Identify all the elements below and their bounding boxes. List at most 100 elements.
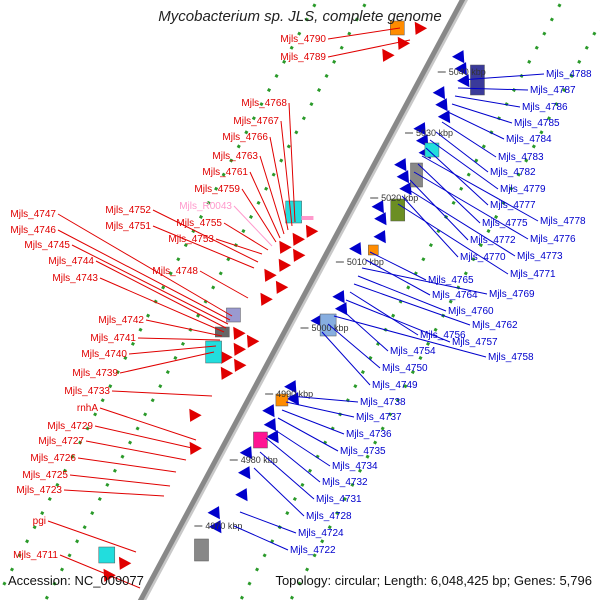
right-gene-label-23: Mjls_4757 — [452, 337, 498, 348]
left-leader-line-24 — [111, 390, 213, 397]
right-gene-label-21: Mjls_4762 — [472, 320, 518, 331]
right-leader-line-30 — [281, 409, 345, 435]
left-leader-line-12 — [152, 209, 259, 263]
left-leader-line-4 — [280, 120, 293, 227]
right-leader-line-4 — [451, 103, 513, 124]
forward-gene-arrow-11 — [260, 292, 273, 306]
right-gene-label-4: Mjls_4785 — [514, 118, 560, 129]
left-leader-line-32 — [59, 554, 141, 589]
scale-tick-label-5: 5000 kbp — [311, 323, 348, 333]
right-gene-label-16: Mjls_4771 — [510, 269, 556, 280]
right-gene-label-32: Mjls_4734 — [332, 461, 378, 472]
reverse-gene-arrow-12 — [399, 182, 412, 196]
right-gene-label-13: Mjls_4772 — [470, 235, 516, 246]
right-leader-line-37 — [233, 525, 289, 551]
right-leader-line-10 — [421, 155, 539, 222]
left-gene-label-17: Mjls_4744 — [48, 256, 94, 267]
right-leader-line-21 — [353, 283, 471, 326]
right-leader-line-5 — [447, 111, 505, 140]
right-gene-label-7: Mjls_4782 — [490, 167, 536, 178]
left-leader-line-14 — [57, 213, 233, 317]
right-leader-line-36 — [239, 511, 297, 534]
right-leader-line-2 — [457, 87, 529, 91]
right-gene-label-9: Mjls_4777 — [490, 200, 536, 211]
right-gene-label-27: Mjls_4749 — [372, 380, 418, 391]
right-leader-line-28 — [289, 395, 359, 403]
right-gene-label-17: Mjls_4765 — [428, 275, 474, 286]
left-gene-label-30: Mjls_4723 — [16, 485, 62, 496]
cog-box-2 — [424, 142, 440, 158]
reverse-gene-arrow-24 — [266, 430, 279, 444]
left-leader-line-7 — [249, 171, 281, 239]
cog-box-7 — [275, 393, 289, 407]
right-gene-label-19: Mjls_4769 — [489, 289, 535, 300]
left-gene-label-13: Mjls_4751 — [105, 221, 151, 232]
reverse-gene-arrow-1 — [451, 50, 465, 64]
right-leader-line-32 — [271, 427, 331, 467]
right-gene-label-34: Mjls_4731 — [316, 494, 362, 505]
rna-feature — [301, 216, 314, 220]
cog-box-9 — [194, 538, 209, 562]
right-leader-line-15 — [401, 195, 459, 258]
right-gene-label-30: Mjls_4736 — [346, 429, 392, 440]
left-gene-label-21: Mjls_4741 — [90, 333, 136, 344]
left-gene-label-12: Mjls_4752 — [105, 205, 151, 216]
right-gene-label-14: Mjls_4773 — [517, 251, 563, 262]
forward-gene-arrow-1 — [414, 21, 428, 35]
forward-gene-arrow-20 — [118, 556, 132, 570]
left-leader-line-10 — [223, 222, 269, 251]
reverse-gene-arrow-14 — [374, 212, 387, 226]
left-leader-line-9 — [233, 205, 273, 247]
right-gene-label-18: Mjls_4764 — [432, 290, 478, 301]
left-gene-label-9: Mjls_R0043 — [179, 201, 232, 212]
right-gene-label-10: Mjls_4778 — [540, 216, 586, 227]
reverse-gene-arrow-25 — [239, 446, 253, 460]
forward-gene-arrow-6 — [279, 240, 292, 254]
genome-summary-text: Topology: circular; Length: 6,048,425 bp… — [275, 573, 592, 588]
reverse-gene-arrow-23 — [263, 418, 277, 432]
left-leader-line-2 — [327, 39, 411, 58]
forward-gene-arrow-4 — [305, 224, 319, 238]
forward-gene-arrow-12 — [233, 326, 246, 340]
left-gene-label-18: Mjls_4748 — [152, 266, 198, 277]
cog-box-6 — [319, 313, 337, 337]
left-gene-label-5: Mjls_4766 — [222, 132, 268, 143]
reverse-gene-arrow-3 — [457, 74, 470, 88]
right-gene-label-8: Mjls_4779 — [500, 184, 546, 195]
reverse-gene-arrow-11 — [396, 170, 410, 184]
right-gene-label-1: Mjls_4788 — [546, 69, 592, 80]
right-gene-label-33: Mjls_4732 — [322, 477, 368, 488]
left-leader-line-18 — [199, 270, 249, 299]
right-leader-line-1 — [459, 73, 545, 81]
reverse-gene-arrow-7 — [413, 122, 426, 136]
right-leader-line-8 — [429, 139, 499, 190]
forward-gene-arrow-19 — [189, 441, 202, 455]
left-leader-line-30 — [63, 489, 165, 497]
left-gene-label-3: Mjls_4768 — [241, 98, 287, 109]
forward-gene-arrow-16 — [234, 358, 247, 372]
right-leader-line-33 — [265, 437, 321, 483]
cog-box-11 — [226, 307, 241, 323]
right-leader-line-6 — [441, 121, 497, 158]
genome-title: Mycobacterium sp. JLS, complete genome — [158, 8, 442, 25]
left-gene-label-29: Mjls_4725 — [22, 470, 68, 481]
right-leader-line-20 — [357, 275, 447, 312]
genome-backbone — [137, 0, 466, 600]
left-gene-label-25: rnhA — [77, 403, 98, 414]
right-leader-line-29 — [285, 401, 355, 418]
right-leader-line-22 — [349, 291, 419, 336]
accession-text: Accession: NC_009077 — [8, 573, 144, 588]
left-leader-line-16 — [71, 244, 229, 325]
right-gene-label-2: Mjls_4787 — [530, 85, 576, 96]
scale-tick-label-4: 5010 kbp — [347, 257, 384, 267]
cog-box-4 — [390, 198, 406, 222]
right-gene-label-5: Mjls_4784 — [506, 134, 552, 145]
forward-gene-arrow-3 — [382, 48, 395, 62]
right-gene-label-26: Mjls_4750 — [382, 363, 428, 374]
left-gene-label-22: Mjls_4740 — [81, 349, 127, 360]
left-gene-label-31: pgi — [33, 516, 46, 527]
forward-gene-arrow-13 — [246, 334, 260, 348]
cog-box-5 — [368, 244, 379, 256]
cog-box-1 — [470, 64, 485, 96]
left-leader-line-20 — [145, 319, 223, 337]
